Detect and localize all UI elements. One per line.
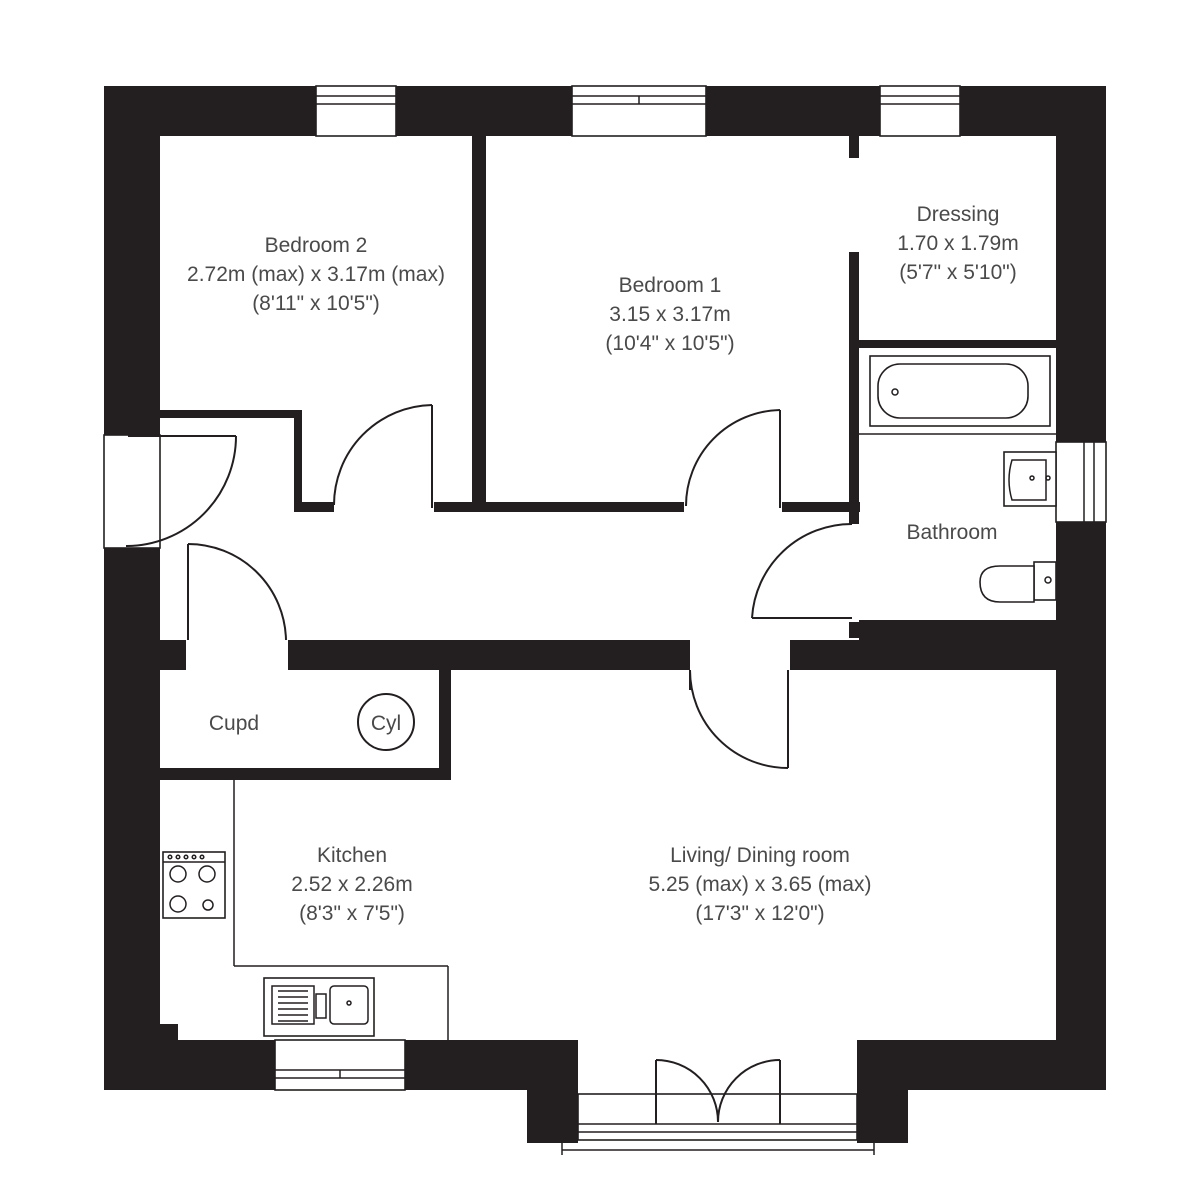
toilet [979, 561, 1057, 603]
bedroom2-size-imperial: (8'11" x 10'5") [252, 292, 380, 315]
outer-walls [104, 86, 1106, 1143]
bath [869, 355, 1051, 427]
hot-water-cylinder [357, 693, 415, 751]
internal-walls [160, 136, 1056, 1040]
door-living [689, 669, 789, 769]
cylinder-label: Cyl [371, 712, 401, 735]
living-name: Living/ Dining room [670, 844, 850, 867]
door-bedroom2 [333, 404, 433, 508]
bedroom1-name: Bedroom 1 [619, 274, 722, 297]
living-size-imperial: (17'3" x 12'0") [695, 902, 824, 925]
doors [103, 404, 853, 1124]
basin [1003, 451, 1057, 507]
window-bedroom1 [571, 85, 707, 137]
door-entrance [103, 434, 237, 549]
kitchen-worktop [233, 780, 449, 1040]
living-size-metric: 5.25 (max) x 3.65 (max) [649, 873, 872, 896]
window-bathroom [1055, 441, 1107, 523]
bedroom1-size-metric: 3.15 x 3.17m [609, 303, 730, 326]
bedroom1-size-imperial: (10'4" x 10'5") [605, 332, 734, 355]
kitchen-sink [263, 977, 375, 1037]
dressing-name: Dressing [917, 203, 1000, 226]
dressing-size-metric: 1.70 x 1.79m [897, 232, 1018, 255]
door-cupboard [187, 543, 287, 641]
window-kitchen [274, 1039, 406, 1091]
room-labels: Bedroom 2 2.72m (max) x 3.17m (max) (8'1… [187, 203, 1019, 925]
bay-window [561, 1093, 875, 1155]
dressing-size-imperial: (5'7" x 5'10") [899, 261, 1016, 284]
window-dressing [879, 85, 961, 137]
kitchen-name: Kitchen [317, 844, 387, 867]
kitchen-size-imperial: (8'3" x 7'5") [299, 902, 405, 925]
fixtures [162, 355, 1057, 1040]
hob [162, 851, 226, 919]
french-doors [655, 1059, 781, 1124]
window-bedroom2 [315, 85, 397, 137]
door-bathroom [751, 522, 853, 619]
bathroom-name: Bathroom [906, 521, 997, 544]
bedroom2-size-metric: 2.72m (max) x 3.17m (max) [187, 263, 445, 286]
kitchen-size-metric: 2.52 x 2.26m [291, 873, 412, 896]
cupboard-name: Cupd [209, 712, 259, 735]
bedroom2-name: Bedroom 2 [265, 234, 368, 257]
door-bedroom1 [685, 409, 781, 508]
